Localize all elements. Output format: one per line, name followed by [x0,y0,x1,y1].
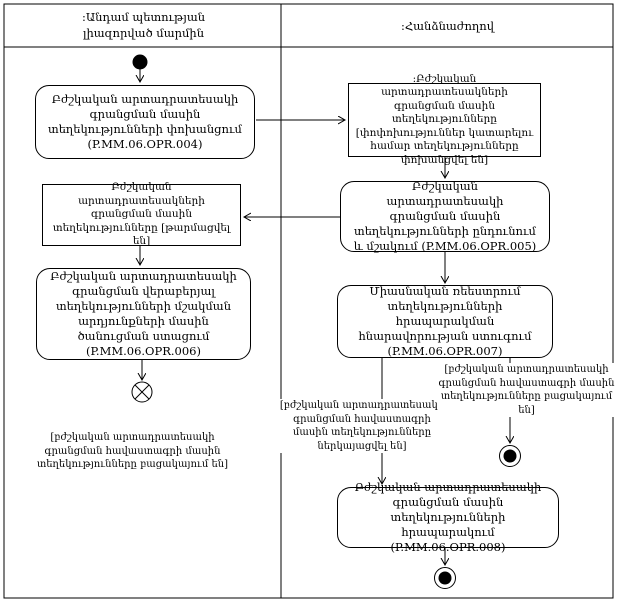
action-check-publish-opr007: Միասնական ռեեստրում տեղեկությունների հրա… [337,284,553,358]
object-node-info-transferred: :Բժշկական արտադրատեսակների գրանցման մասի… [348,73,541,166]
swimlane-frame [3,3,614,599]
activity-final-icon-right [499,445,521,467]
lane-header-authorized-body: :Անդամ պետության լիազորված մարմին [81,10,206,40]
lane-header-commission: :Հանձնաժողով [400,19,495,33]
initial-node-icon [132,54,148,70]
object-node-info-updated: Բժշկական արտադրատեսակների գրանցման մասին… [42,181,241,247]
guard-certificate-missing-left: [բժշկական արտադրատեսակի գրանցման հավաստա… [30,431,235,472]
action-transfer-info-opr004: Բժշկական արտադրատեսակի գրանցման մասին տե… [35,85,255,159]
guard-certificate-missing-right: [բժշկական արտադրատեսակի գրանցման հավաստա… [438,363,615,417]
activity-final-icon-bottom [434,567,456,589]
action-receive-notice-opr006: Բժշկական արտադրատեսակի գրանցման վերաբերյ… [36,268,251,360]
guard-certificate-submitted: [բժշկական արտադրատեսակի գրանցման հավաստա… [278,399,446,453]
action-receive-process-opr005: Բժշկական արտադրատեսակի գրանցման մասին տե… [340,179,550,253]
action-publish-info-opr008: Բժշկական արտադրատեսակի գրանցման մասին տե… [337,480,559,554]
flow-final-icon [131,381,153,403]
